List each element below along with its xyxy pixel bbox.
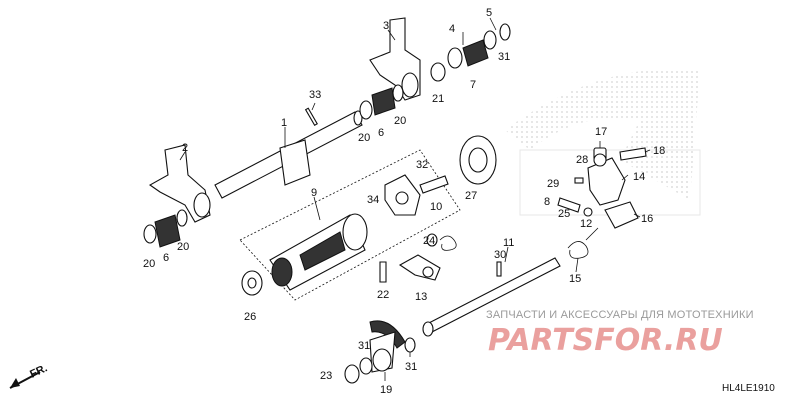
callout-9: 9 <box>311 187 317 199</box>
callout-19: 19 <box>380 384 392 396</box>
direction-label: FR. <box>28 362 49 380</box>
shift-drum <box>239 149 461 301</box>
callout-20-c: 20 <box>358 132 370 144</box>
bolt-22 <box>379 261 387 283</box>
shift-fork-3 <box>369 17 421 101</box>
callout-14: 14 <box>633 171 645 183</box>
bolt-18 <box>619 147 647 161</box>
pin-29 <box>574 177 584 184</box>
callout-20-a: 20 <box>143 258 155 270</box>
spring-6-right <box>359 84 404 120</box>
callout-1: 1 <box>281 117 287 129</box>
shift-arm-14 <box>587 157 626 206</box>
callout-5: 5 <box>486 7 492 19</box>
front-direction-arrow: FR. <box>9 362 49 389</box>
callout-31-b: 31 <box>358 340 370 352</box>
bushing-28 <box>593 153 607 167</box>
shift-fork-2 <box>148 144 211 223</box>
callout-20-b: 20 <box>177 241 189 253</box>
callout-8: 8 <box>544 196 550 208</box>
callout-23: 23 <box>320 370 332 382</box>
callout-34: 34 <box>367 194 379 206</box>
watermark-brand: PARTSFOR.RU <box>488 323 723 358</box>
callout-15: 15 <box>569 273 581 285</box>
callout-27: 27 <box>465 190 477 202</box>
spring-15 <box>567 227 599 259</box>
callout-25: 25 <box>558 208 570 220</box>
nut-25 <box>583 207 593 217</box>
callout-26: 26 <box>244 311 256 323</box>
bolt-32 <box>419 175 449 194</box>
callout-16: 16 <box>641 213 653 225</box>
callout-22: 22 <box>377 289 389 301</box>
callout-numbers: 1 2 3 4 5 6 6 7 8 9 10 11 12 13 14 15 16… <box>143 7 665 396</box>
callout-13: 13 <box>415 291 427 303</box>
pin-30 <box>496 261 502 277</box>
washer-23 <box>344 364 360 384</box>
callout-32: 32 <box>416 159 428 171</box>
callout-2: 2 <box>182 142 188 154</box>
callout-3: 3 <box>383 20 389 32</box>
collar-24 <box>426 233 438 247</box>
callout-24: 24 <box>423 235 435 247</box>
callout-10: 10 <box>430 201 442 213</box>
collar-31-a <box>359 357 373 375</box>
callout-31-c: 31 <box>405 361 417 373</box>
shift-arm-19 <box>369 320 406 373</box>
callout-17: 17 <box>595 126 607 138</box>
callout-33: 33 <box>309 89 321 101</box>
callout-30: 30 <box>494 249 506 261</box>
clip-31-b <box>404 337 416 353</box>
bracket-16 <box>604 201 639 229</box>
callout-21: 21 <box>432 93 444 105</box>
callout-6-right: 6 <box>378 127 384 139</box>
stopper-arm-13 <box>398 254 441 281</box>
callout-20-d: 20 <box>394 115 406 127</box>
bearing-27 <box>459 135 497 185</box>
callout-7: 7 <box>470 79 476 91</box>
callout-31-a: 31 <box>498 51 510 63</box>
callout-4: 4 <box>449 23 455 35</box>
bolt-8 <box>557 197 581 213</box>
drum-center-10 <box>384 174 421 216</box>
pin-33 <box>304 107 318 127</box>
spring-7 <box>430 23 511 82</box>
callout-28: 28 <box>576 154 588 166</box>
diagram-code: HL4LE1910 <box>722 383 775 394</box>
callout-11: 11 <box>503 237 514 249</box>
spring-6-left <box>143 209 188 248</box>
watermark-caption: ЗАПЧАСТИ И АКСЕССУАРЫ ДЛЯ МОТОТЕХНИКИ <box>486 309 754 321</box>
callout-12: 12 <box>580 218 592 230</box>
gearshift-spindle <box>422 257 561 337</box>
callout-6-left: 6 <box>163 252 169 264</box>
spring-24 <box>439 235 457 251</box>
washer-26 <box>241 270 263 296</box>
leader-lines <box>179 17 651 381</box>
callout-18: 18 <box>653 145 665 157</box>
callout-29: 29 <box>547 178 559 190</box>
fork-shaft <box>214 110 363 199</box>
